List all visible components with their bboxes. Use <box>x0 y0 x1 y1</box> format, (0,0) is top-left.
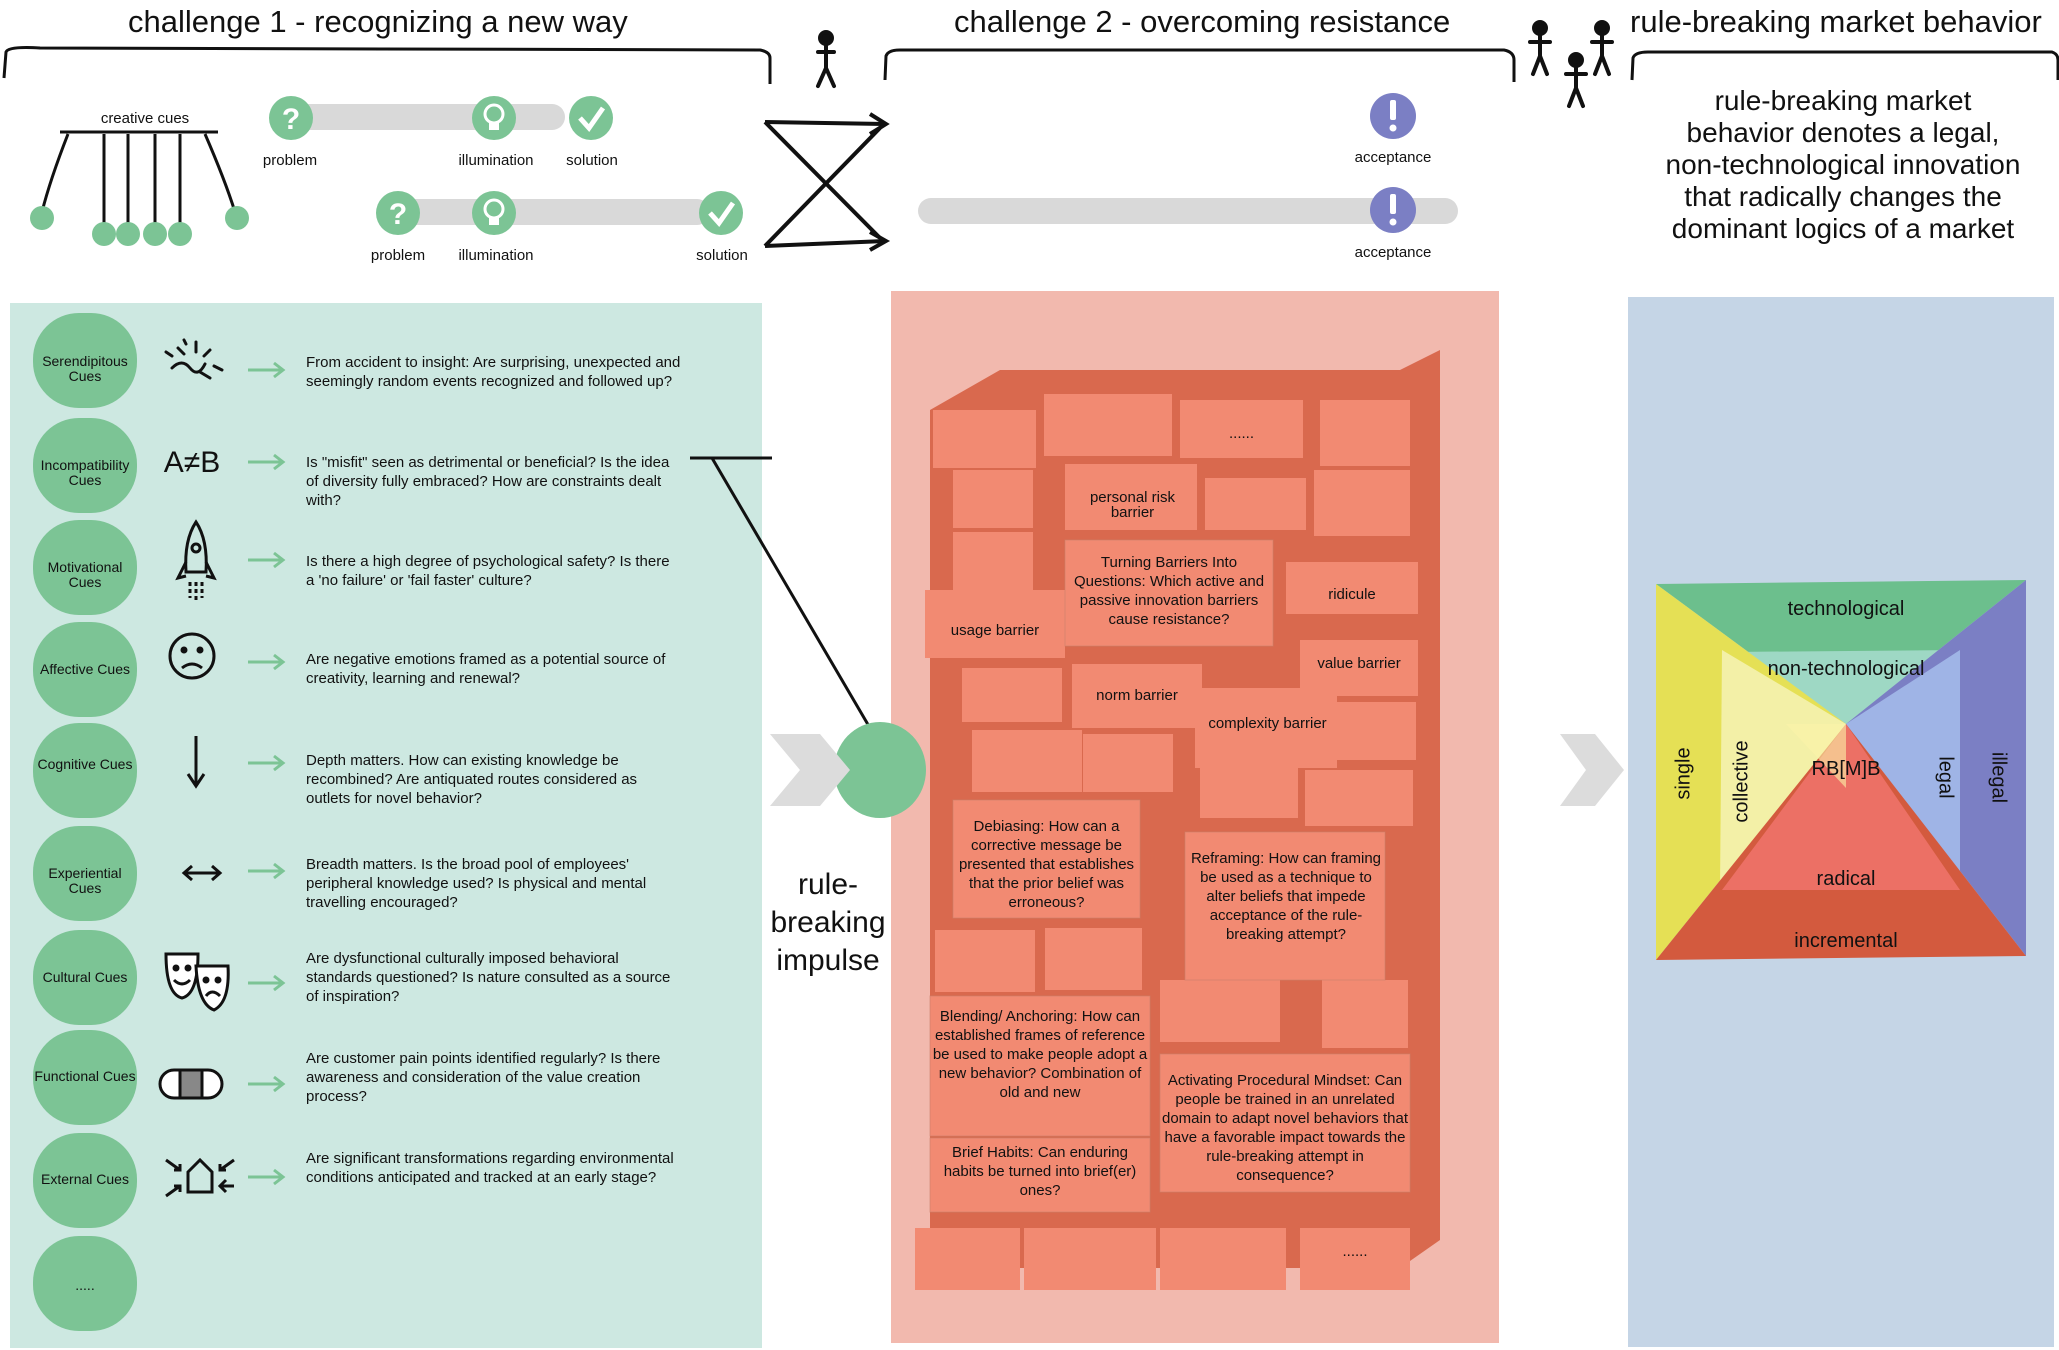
pyramid-radical: radical <box>1816 868 1876 890</box>
checkmark-icon <box>699 191 743 235</box>
svg-text:?: ? <box>389 198 407 231</box>
label-illumination-1: illumination <box>458 152 534 169</box>
brick-wall <box>915 350 1440 1290</box>
creative-cues-mobile <box>40 130 237 228</box>
crossing-arrows <box>763 112 891 252</box>
cue-label: ..... <box>75 1277 95 1293</box>
question-icon: ? <box>269 96 313 140</box>
label-problem-2: problem <box>370 247 426 264</box>
brick-debiasing: Debiasing: How can a corrective message … <box>958 818 1135 911</box>
brick-dots-bottom: ...... <box>1342 1243 1368 1260</box>
brick-personal-risk: personal risk barrier <box>1089 489 1176 521</box>
cue-blobs <box>33 313 137 1331</box>
brace-challenge2 <box>883 48 1516 82</box>
label-acceptance-2: acceptance <box>1354 244 1432 261</box>
brick-texture <box>929 539 1411 1213</box>
pyramid-technological: technological <box>1787 598 1905 620</box>
cue-question: Are negative emotions framed as a potent… <box>306 651 666 687</box>
pyramid-collective: collective <box>1730 740 1753 823</box>
chevron-right-panel <box>1560 734 1624 806</box>
a-not-equal-b-icon: A≠B <box>164 446 220 479</box>
cue-label: Experiential Cues <box>48 865 122 896</box>
brick-norm: norm barrier <box>1096 687 1178 704</box>
header-challenge2: challenge 2 - overcoming resistance <box>954 4 1451 39</box>
rocket-icon <box>175 519 217 600</box>
question-icon: ? <box>376 191 420 235</box>
cue-label: Incompatibility Cues <box>40 457 130 488</box>
brace-challenge1 <box>2 46 772 84</box>
cue-label: Serendipitous Cues <box>42 353 128 384</box>
cue-label: Functional Cues <box>34 1068 136 1084</box>
person-icon <box>816 30 836 88</box>
cue-question: Are dysfunctional culturally imposed beh… <box>306 950 671 1005</box>
brick-usage: usage barrier <box>950 622 1040 639</box>
arrow-down-icon <box>186 736 206 789</box>
brace-rbmb <box>1630 50 2059 81</box>
label-illumination-2: illumination <box>458 247 534 264</box>
sparkle-icon <box>164 338 224 380</box>
label-solution-1: solution <box>566 152 618 169</box>
acceptance-bar-2 <box>918 198 1458 224</box>
cue-question: Is "misfit" seen as detrimental or benef… <box>306 454 670 509</box>
cue-label: Cultural Cues <box>42 969 128 985</box>
impulse-label: rule-breaking impulse <box>770 868 886 977</box>
lightbulb-icon <box>472 191 516 235</box>
header-challenge1: challenge 1 - recognizing a new way <box>128 4 628 39</box>
brick-activating: Activating Procedural Mindset: Can peopl… <box>1162 1072 1408 1184</box>
cue-arrows <box>248 361 286 1186</box>
cue-label: Affective Cues <box>39 661 130 677</box>
sad-face-icon <box>168 632 216 680</box>
double-arrow-icon <box>181 864 223 882</box>
exclamation-icon <box>1370 93 1416 139</box>
cue-question: Is there a high degree of psychological … <box>306 553 670 589</box>
exclamation-icon <box>1370 187 1416 233</box>
people-group-icon <box>1528 20 1614 108</box>
brick-ridicule: ridicule <box>1328 586 1376 603</box>
pyramid-illegal: illegal <box>1987 751 2010 804</box>
brick-blending: Blending/ Anchoring: How can established… <box>932 1008 1148 1101</box>
creative-cue-balls <box>30 206 249 246</box>
cue-label: Cognitive Cues <box>37 756 133 772</box>
pyramid <box>1656 580 2026 960</box>
brick-complexity: complexity barrier <box>1208 715 1327 732</box>
lightbulb-icon <box>472 96 516 140</box>
brick-turning-barriers: Turning Barriers Into Questions: Which a… <box>1073 554 1265 628</box>
label-problem-1: problem <box>262 152 318 169</box>
cue-question: Are customer pain points identified regu… <box>306 1050 661 1105</box>
cue-label: Motivational Cues <box>47 559 123 590</box>
impulse-line <box>710 457 872 729</box>
cue-question: Breadth matters. Is the broad pool of em… <box>306 856 647 911</box>
cue-question: Depth matters. How can existing knowledg… <box>306 752 638 807</box>
pyramid-non-technological: non-technological <box>1767 658 1925 680</box>
cue-question: Are significant transformations regardin… <box>306 1150 674 1186</box>
chevron-left-panel <box>770 734 850 806</box>
label-solution-2: solution <box>696 247 748 264</box>
brick-reframing: Reframing: How can framing be used as a … <box>1190 850 1382 943</box>
svg-text:?: ? <box>282 103 300 136</box>
checkmark-icon <box>569 96 613 140</box>
pyramid-incremental: incremental <box>1794 930 1898 952</box>
brick-value: value barrier <box>1317 655 1401 672</box>
theater-masks-icon <box>164 952 230 1012</box>
rbmb-definition: rule-breaking market behavior denotes a … <box>1665 85 2021 244</box>
brick-dots-top: ...... <box>1228 425 1254 442</box>
house-arrows-icon <box>165 1157 235 1198</box>
cue-question: From accident to insight: Are surprising… <box>306 354 681 390</box>
pyramid-legal: legal <box>1934 756 1957 799</box>
bandage-icon <box>158 1068 224 1100</box>
label-acceptance-1: acceptance <box>1354 149 1432 166</box>
creative-cues-label: creative cues <box>100 110 190 127</box>
process-bar-2 <box>400 199 710 225</box>
cue-label: External Cues <box>41 1171 129 1187</box>
pyramid-single: single <box>1672 747 1695 800</box>
brick-brief-habits: Brief Habits: Can enduring habits be tur… <box>943 1144 1137 1199</box>
header-rbmb: rule-breaking market behavior <box>1630 4 2042 39</box>
process-bar-1 <box>290 104 565 130</box>
impulse-circle <box>834 722 926 818</box>
pyramid-center: RB[M]B <box>1811 758 1881 780</box>
